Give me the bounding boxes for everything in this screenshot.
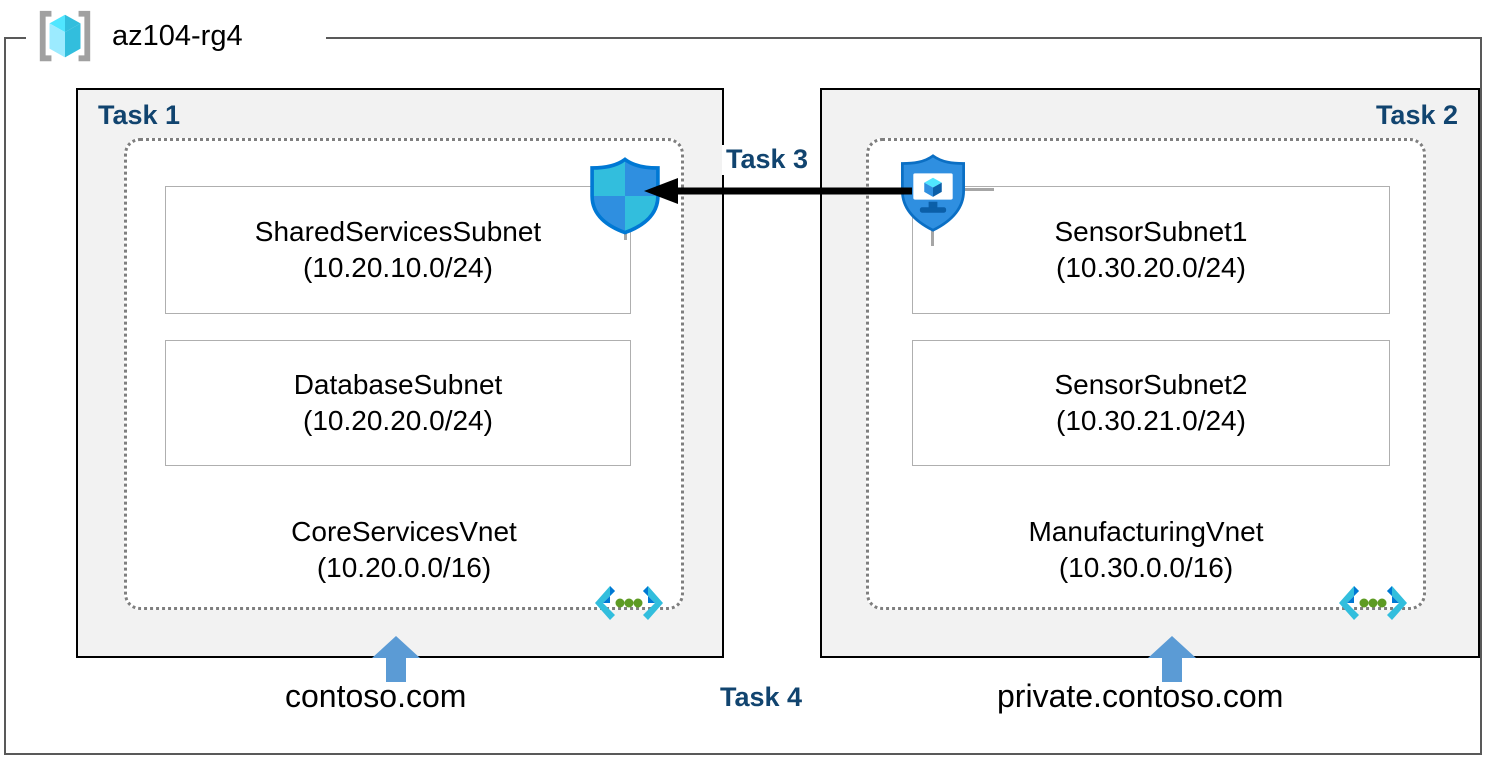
dns-zone-label-private: private.contoso.com bbox=[997, 678, 1284, 714]
virtual-network-icon bbox=[595, 586, 663, 620]
vnet-cidr: (10.30.0.0/16) bbox=[1058, 551, 1234, 583]
resource-group-cube-icon bbox=[39, 10, 91, 62]
subnet-name: SharedServicesSubnet bbox=[254, 216, 542, 248]
subnet-name: SensorSubnet2 bbox=[1054, 369, 1248, 401]
dns-zone-label-public: contoso.com bbox=[285, 678, 467, 714]
subnet-cidr: (10.20.20.0/24) bbox=[303, 405, 493, 436]
virtual-machine-shield-icon bbox=[901, 154, 965, 232]
resource-group-name: az104-rg4 bbox=[112, 19, 243, 52]
up-arrow-icon bbox=[372, 636, 420, 682]
vnet-label-core-services: CoreServicesVnet (10.20.0.0/16) bbox=[144, 514, 664, 586]
vnet-name: CoreServicesVnet bbox=[291, 516, 517, 547]
vnet-label-manufacturing: ManufacturingVnet (10.30.0.0/16) bbox=[886, 514, 1406, 586]
virtual-network-icon bbox=[1339, 586, 1407, 620]
resource-group-legend: az104-rg4 bbox=[34, 3, 243, 69]
task-1-label: Task 1 bbox=[98, 100, 181, 130]
subnet-cidr: (10.30.20.0/24) bbox=[1056, 252, 1246, 283]
vnet-cidr: (10.20.0.0/16) bbox=[316, 551, 492, 583]
vm-connector-line-horizontal bbox=[960, 188, 994, 191]
subnet-sensor-2: SensorSubnet2 (10.30.21.0/24) bbox=[912, 340, 1390, 466]
task-4-label: Task 4 bbox=[720, 682, 803, 712]
subnet-cidr: (10.30.21.0/24) bbox=[1056, 405, 1246, 436]
task-2-label: Task 2 bbox=[1375, 100, 1458, 130]
subnet-shared-services: SharedServicesSubnet (10.20.10.0/24) bbox=[165, 186, 631, 314]
vnet-name: ManufacturingVnet bbox=[1028, 516, 1264, 547]
subnet-cidr: (10.20.10.0/24) bbox=[303, 252, 493, 283]
task-3-label: Task 3 bbox=[722, 144, 813, 175]
subnet-database: DatabaseSubnet (10.20.20.0/24) bbox=[165, 340, 631, 466]
resource-group-frame bbox=[4, 37, 1482, 755]
peering-arrow-icon bbox=[644, 178, 912, 204]
subnet-name: DatabaseSubnet bbox=[293, 369, 503, 401]
subnet-sensor-1: SensorSubnet1 (10.30.20.0/24) bbox=[912, 186, 1390, 314]
up-arrow-icon bbox=[1148, 636, 1196, 682]
network-security-group-shield-icon bbox=[590, 157, 660, 235]
subnet-name: SensorSubnet1 bbox=[1054, 216, 1248, 248]
